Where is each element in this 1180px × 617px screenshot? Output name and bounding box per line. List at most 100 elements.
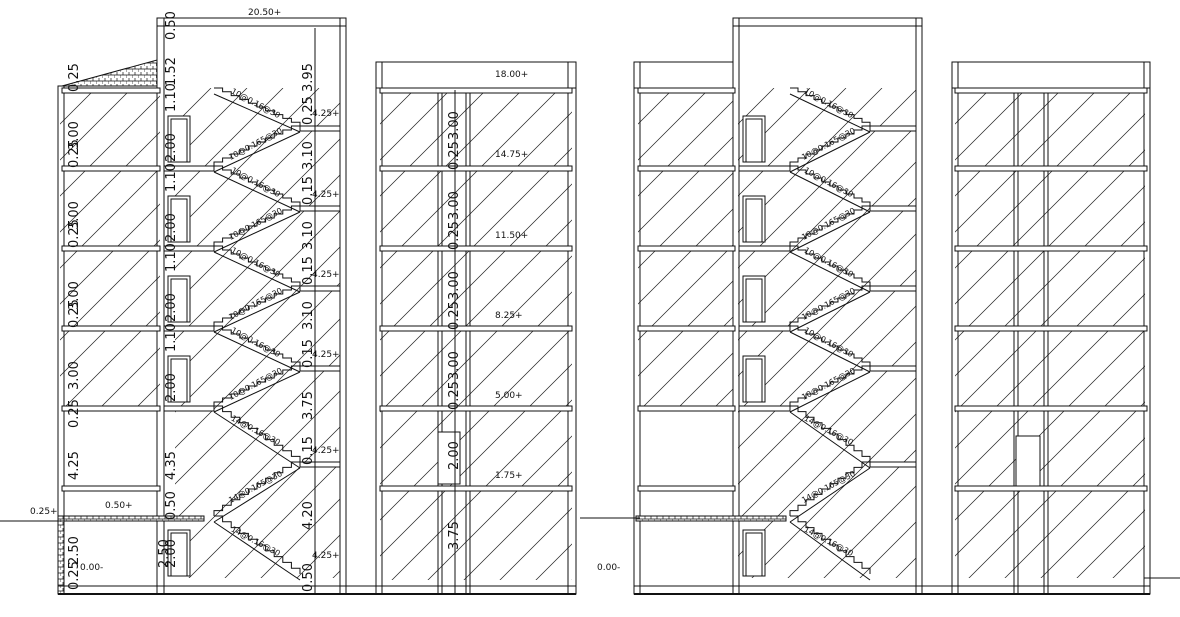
ground-slab-b	[635, 515, 787, 522]
hatch-line	[175, 88, 176, 89]
elevation-label: 11.50+	[495, 231, 528, 241]
stair-dimensions: 1.52 0.50 1.10 2.00 1.10 2.00 1.10 2.00 …	[157, 11, 179, 568]
stair-landing	[869, 365, 917, 372]
hatch-line	[175, 210, 340, 377]
landing-level-label: 4.25+	[312, 551, 340, 561]
hatch-line	[638, 280, 733, 377]
door-frame	[170, 118, 188, 163]
hatch-line	[380, 90, 523, 233]
stair-soffit	[789, 291, 871, 333]
dim-label: 2.00	[447, 441, 462, 470]
dim-label: 4.25	[67, 451, 82, 480]
hatch-line	[895, 557, 916, 578]
hatch-line	[738, 125, 916, 305]
floor-slabs-b	[637, 87, 1148, 492]
stair-soffit	[213, 131, 301, 173]
stair-flight	[214, 165, 301, 206]
hatch-line	[380, 147, 572, 341]
floor-slab	[61, 405, 161, 412]
hatch-line	[60, 275, 160, 377]
floor-slab	[637, 485, 736, 492]
stair-flight	[790, 245, 871, 286]
stair-landing	[738, 245, 791, 252]
hatch-line	[332, 570, 340, 578]
dim-label: 0.25	[447, 381, 462, 410]
stair-soffit	[789, 211, 871, 253]
stair-tower	[156, 17, 347, 27]
stair-soffit	[789, 371, 871, 413]
stair-label: 14@0.16@30	[230, 414, 282, 447]
stair-landing	[299, 205, 341, 212]
floor-slab	[954, 245, 1148, 252]
floor-slab	[379, 405, 573, 412]
stair-flight	[214, 87, 301, 126]
hatch-line	[638, 172, 733, 269]
b-stair-tower	[732, 17, 923, 27]
parapet-right	[375, 61, 577, 89]
stair-landing	[299, 365, 341, 372]
floor-slab	[637, 87, 736, 94]
stair-soffit	[213, 291, 301, 333]
hatch-line	[380, 111, 572, 305]
stair-landing	[163, 165, 215, 172]
dim-label: 0.15	[301, 436, 316, 465]
dim-label: 3.95	[301, 63, 316, 92]
hatch-line	[175, 88, 320, 233]
hatch-line	[1040, 473, 1145, 578]
hatch-line	[955, 365, 1145, 557]
hatch-line	[260, 498, 340, 578]
stair-label: 10@0.165@30	[800, 126, 857, 162]
hatch-line	[638, 100, 733, 197]
dim-label: 4.35	[164, 451, 179, 480]
floor-slab	[379, 87, 573, 94]
stair-soffit	[213, 521, 301, 581]
floor-slabs-a	[61, 87, 573, 492]
door-frame	[745, 118, 763, 163]
door-frame	[170, 198, 188, 243]
doors-b	[742, 115, 1041, 577]
elevation-label: 18.00+	[495, 70, 528, 80]
hatch-line	[175, 88, 248, 161]
dim-label: 2.00	[164, 293, 179, 322]
dim-label: 1.52	[164, 57, 179, 86]
hatch-line	[1004, 437, 1145, 578]
hatch-line	[175, 354, 340, 521]
ground-slab-a	[63, 515, 205, 522]
stairs-a	[163, 87, 341, 581]
floor-slab	[61, 485, 161, 492]
floor-slab	[954, 87, 1148, 94]
mid-dimensions: 3.95 0.25 3.10 0.15 3.10 0.15 3.10 0.15 …	[301, 63, 316, 592]
dim-label: 0.25	[67, 561, 82, 590]
elevation-label: 1.75+	[495, 471, 523, 481]
door	[1015, 435, 1041, 487]
stair-soffit	[213, 371, 301, 413]
door-frame	[170, 358, 188, 403]
dim-label: 3.00	[447, 271, 462, 300]
stair-wall-left	[156, 17, 165, 595]
stair-soffit	[789, 171, 871, 213]
floor-slab	[954, 165, 1148, 172]
hatch-line	[0, 88, 380, 600]
door-frame	[745, 532, 763, 577]
dim-label: 0.25	[67, 63, 82, 92]
section-b	[580, 17, 1180, 600]
dim-label: 0.25	[447, 141, 462, 170]
floor-slab	[379, 245, 573, 252]
dim-label: 0.25	[67, 139, 82, 168]
floor-slab	[637, 405, 736, 412]
dim-label: 1.10	[164, 243, 179, 272]
hatching-a-right	[0, 88, 572, 600]
elevation-label: 14.75+	[495, 150, 528, 160]
floor-slab	[61, 165, 161, 172]
dim-label: 3.00	[67, 121, 82, 150]
stair-landing	[869, 125, 917, 132]
roof-tiles	[61, 59, 158, 87]
landing-labels: 4.25+ 4.25+ 4.25+ 4.25+ 4.25+ 4.25+	[312, 109, 340, 561]
floor-slab	[637, 245, 736, 252]
elevation-label: 20.50+	[248, 8, 281, 18]
stair-flight	[214, 325, 301, 366]
hatch-line	[594, 88, 1106, 600]
stair-label: 14@0.16@30	[803, 525, 855, 558]
stair-flight	[790, 325, 871, 366]
